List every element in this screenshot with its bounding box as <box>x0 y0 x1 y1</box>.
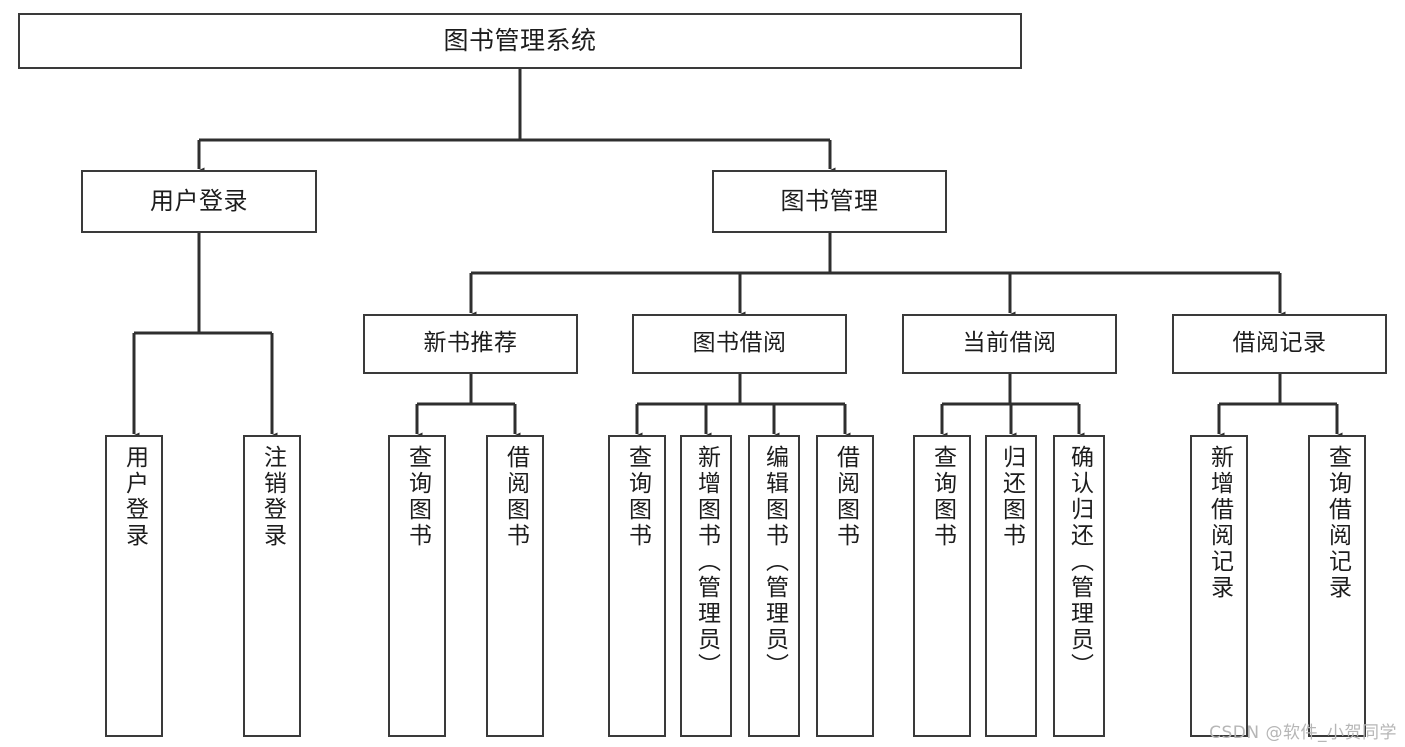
node-label-leaf-query-book-2: 查询图书 <box>624 445 651 549</box>
node-new-book-rec[interactable]: 新书推荐 <box>363 314 578 374</box>
node-label-leaf-edit-book: 编辑图书（管理员） <box>761 445 788 679</box>
node-leaf-user-login[interactable]: 用户登录 <box>105 435 163 737</box>
node-label-leaf-add-record: 新增借阅记录 <box>1206 445 1233 601</box>
node-root[interactable]: 图书管理系统 <box>18 13 1022 69</box>
node-book-borrow[interactable]: 图书借阅 <box>632 314 847 374</box>
node-label-current-borrow: 当前借阅 <box>962 330 1057 357</box>
node-label-book-manage: 图书管理 <box>780 187 879 216</box>
node-label-book-borrow: 图书借阅 <box>692 330 787 357</box>
node-book-manage[interactable]: 图书管理 <box>712 170 947 233</box>
node-borrow-record[interactable]: 借阅记录 <box>1172 314 1387 374</box>
node-leaf-confirm-return[interactable]: 确认归还（管理员） <box>1053 435 1105 737</box>
node-label-leaf-user-logout: 注销登录 <box>259 445 286 549</box>
node-label-leaf-add-book: 新增图书（管理员） <box>693 445 720 679</box>
node-label-leaf-return-book: 归还图书 <box>998 445 1025 549</box>
node-label-leaf-query-book-3: 查询图书 <box>929 445 956 549</box>
node-label-leaf-confirm-return: 确认归还（管理员） <box>1066 445 1093 679</box>
node-label-root: 图书管理系统 <box>443 26 597 56</box>
node-label-new-book-rec: 新书推荐 <box>423 330 518 357</box>
node-leaf-add-book[interactable]: 新增图书（管理员） <box>680 435 732 737</box>
node-label-leaf-query-book-1: 查询图书 <box>404 445 431 549</box>
node-label-leaf-borrow-book-1: 借阅图书 <box>502 445 529 549</box>
node-leaf-edit-book[interactable]: 编辑图书（管理员） <box>748 435 800 737</box>
node-label-user-login: 用户登录 <box>150 187 248 216</box>
node-user-login[interactable]: 用户登录 <box>81 170 317 233</box>
node-current-borrow[interactable]: 当前借阅 <box>902 314 1117 374</box>
node-label-leaf-query-record: 查询借阅记录 <box>1324 445 1351 601</box>
node-leaf-add-record[interactable]: 新增借阅记录 <box>1190 435 1248 737</box>
node-leaf-query-book-2[interactable]: 查询图书 <box>608 435 666 737</box>
edge-group <box>128 69 1343 443</box>
node-leaf-user-logout[interactable]: 注销登录 <box>243 435 301 737</box>
node-leaf-return-book[interactable]: 归还图书 <box>985 435 1037 737</box>
node-leaf-query-book-3[interactable]: 查询图书 <box>913 435 971 737</box>
node-leaf-query-book-1[interactable]: 查询图书 <box>388 435 446 737</box>
node-label-borrow-record: 借阅记录 <box>1232 330 1327 357</box>
node-label-leaf-borrow-book-2: 借阅图书 <box>832 445 859 549</box>
node-label-leaf-user-login: 用户登录 <box>121 445 148 549</box>
node-leaf-borrow-book-1[interactable]: 借阅图书 <box>486 435 544 737</box>
node-leaf-query-record[interactable]: 查询借阅记录 <box>1308 435 1366 737</box>
node-leaf-borrow-book-2[interactable]: 借阅图书 <box>816 435 874 737</box>
